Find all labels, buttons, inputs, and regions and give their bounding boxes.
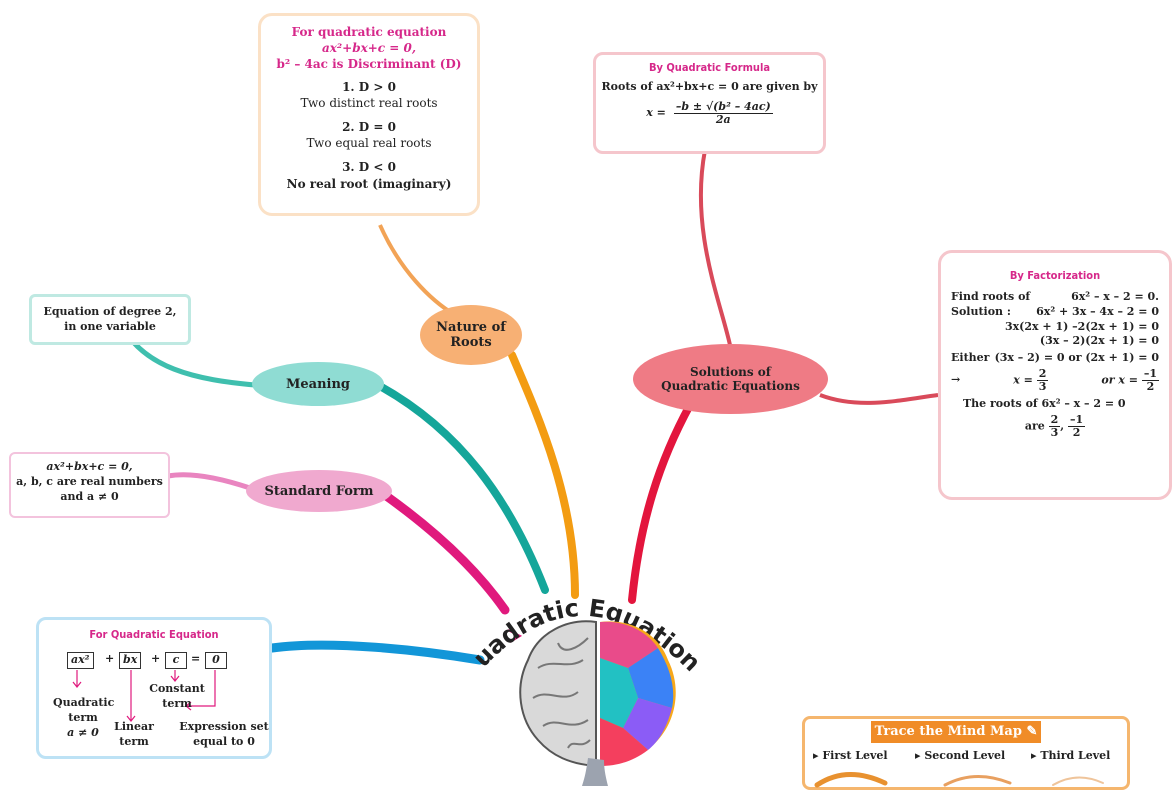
formula-intro: Roots of ax²+bx+c = 0 are given by: [601, 79, 818, 93]
formula-x-eq: x =: [646, 105, 666, 119]
case-3-condition: 3. D < 0: [342, 160, 396, 175]
fact-line5: (3x – 2) = 0 or (2x + 1) = 0: [994, 351, 1159, 365]
legend-card: Trace the Mind Map ✎ ▸ First Level ▸ Sec…: [802, 716, 1130, 790]
legend-first: ▸ First Level: [813, 749, 888, 762]
legend-title: Trace the Mind Map: [874, 724, 1022, 739]
implies-arrow-icon: →: [951, 373, 961, 387]
arrow-pink: [507, 629, 523, 643]
fact-line1-label: Find roots of: [951, 289, 1031, 303]
nature-heading-1: For quadratic equation: [291, 25, 447, 39]
standard-line-2: a, b, c are real numbers: [16, 474, 163, 488]
legend-second: ▸ Second Level: [915, 749, 1006, 762]
meaning-line-1: Equation of degree 2,: [43, 305, 177, 318]
case-1-condition: 1. D > 0: [342, 79, 396, 94]
fact-or-x: or x =: [1101, 373, 1138, 387]
standard-label: Standard Form: [264, 483, 374, 499]
nature-heading-3: b² – 4ac is Discriminant (D): [276, 57, 462, 72]
fact-line2: 6x² + 3x – 4x – 2 = 0: [1036, 304, 1159, 318]
formula-title: By Quadratic Formula: [648, 61, 771, 74]
root-2-num: –1: [1141, 367, 1159, 382]
equals: =: [191, 652, 201, 665]
nature-card: For quadratic equation ax²+bx+c = 0, b² …: [258, 13, 480, 216]
link-standard-card: [167, 472, 251, 491]
root-2-den: 2: [1146, 380, 1155, 394]
standard-card: ax²+bx+c = 0, a, b, c are real numbers a…: [9, 452, 170, 518]
legend-title-bar: Trace the Mind Map ✎: [871, 721, 1041, 743]
formula-denominator: 2a: [715, 112, 731, 126]
link-nature-card: [378, 224, 457, 317]
meaning-line-2: in one variable: [64, 319, 156, 333]
pencil-icon: ✎: [1026, 724, 1038, 739]
fact-comma: ,: [1060, 419, 1065, 433]
root-1-den: 3: [1038, 380, 1047, 394]
quadeq-pointers: [72, 670, 216, 722]
case-3-text: No real root (imaginary): [286, 176, 452, 191]
fact-line1-eq: 6x² – x – 2 = 0.: [1071, 289, 1159, 303]
case-2-text: Two equal real roots: [306, 136, 432, 151]
fact-either: Either: [951, 351, 990, 365]
fact-line3: 3x(2x + 1) –2(2x + 1) = 0: [1004, 319, 1159, 333]
quadratic-formula: –b ± √(b² – 4ac) 2a: [673, 99, 773, 126]
meaning-label: Meaning: [285, 376, 351, 392]
fact-solution-label: Solution :: [951, 304, 1011, 318]
plus-1: +: [105, 652, 115, 665]
final-root-2-num: –1: [1067, 413, 1086, 428]
quadeq-title: For Quadratic Equation: [89, 628, 219, 641]
branch-meaning-trunk: [374, 381, 549, 594]
node-standard-form[interactable]: Standard Form: [246, 470, 392, 512]
meaning-card: Equation of degree 2, in one variable: [29, 294, 191, 345]
term-bx: bx: [119, 652, 142, 669]
nature-heading-2: ax²+bx+c = 0,: [321, 41, 417, 56]
quadeq-card: For Quadratic Equation ax² + bx + c = 0 …: [36, 617, 272, 759]
factorization-card: By Factorization Find roots of 6x² – x – …: [938, 250, 1172, 500]
case-1-text: Two distinct real roots: [300, 95, 438, 110]
final-root-1-num: 2: [1048, 413, 1061, 428]
branch-quadeq-trunk: [267, 640, 485, 665]
branch-nature-trunk: [508, 351, 579, 599]
standard-line-3: and a ≠ 0: [60, 489, 119, 503]
fact-conclusion: The roots of 6x² – x – 2 = 0: [963, 397, 1126, 411]
fact-x-eq: x =: [1013, 373, 1033, 387]
node-solutions[interactable]: Solutions of Quadratic Equations: [633, 344, 828, 414]
final-root-1-den: 3: [1050, 426, 1059, 440]
link-solutions-factor: [819, 393, 939, 405]
term-ax2: ax²: [67, 652, 94, 669]
formula-numerator: –b ± √(b² – 4ac): [673, 99, 773, 114]
fact-line4: (3x – 2)(2x + 1) = 0: [1039, 334, 1159, 348]
branch-solutions-trunk: [628, 401, 694, 604]
nature-label-1: Nature of: [436, 320, 506, 335]
standard-line-1: ax²+bx+c = 0,: [46, 460, 133, 473]
root-1-num: 2: [1036, 367, 1049, 382]
term-zero: 0: [205, 652, 227, 669]
legend-third: ▸ Third Level: [1031, 749, 1111, 762]
solutions-label-1: Solutions of: [690, 365, 771, 379]
case-2-condition: 2. D = 0: [342, 119, 396, 134]
formula-card: By Quadratic Formula Roots of ax²+bx+c =…: [593, 52, 826, 154]
brain-icon: [519, 620, 676, 786]
fact-are: are: [1024, 419, 1045, 433]
factorization-title: By Factorization: [1009, 269, 1101, 282]
legend-swatches: [814, 772, 1104, 788]
link-solutions-formula: [698, 149, 732, 346]
term-c: c: [165, 652, 187, 669]
final-root-2-den: 2: [1072, 426, 1081, 440]
solutions-label-2: Quadratic Equations: [661, 379, 800, 393]
node-nature-of-roots[interactable]: Nature of Roots: [420, 305, 522, 365]
node-meaning[interactable]: Meaning: [252, 362, 384, 406]
branch-standard-trunk: [380, 490, 510, 615]
nature-label-2: Roots: [450, 335, 492, 350]
plus-2: +: [151, 652, 161, 665]
